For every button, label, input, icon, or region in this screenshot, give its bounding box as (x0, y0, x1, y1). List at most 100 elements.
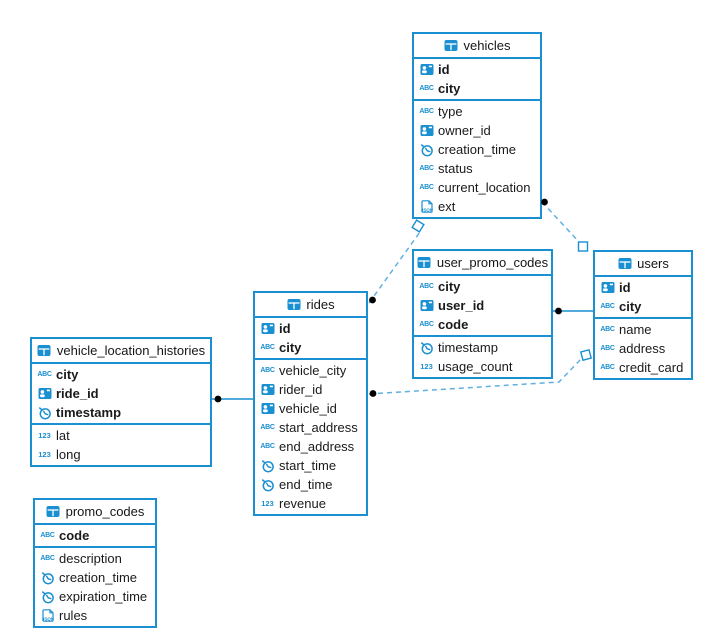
column-users-city[interactable]: ABC city (595, 297, 691, 316)
column-promo_codes-rules[interactable]: rules (35, 606, 155, 625)
column-vlh-ride_id[interactable]: ride_id (32, 384, 210, 403)
column-user_promo_codes-city[interactable]: ABC city (414, 277, 551, 296)
uuid-type-icon (260, 322, 275, 335)
column-vehicles-status[interactable]: ABC status (414, 159, 540, 178)
table-header-vehicles[interactable]: vehicles (414, 34, 540, 59)
timestamp-type-icon (260, 478, 275, 491)
column-name: status (438, 161, 473, 176)
column-name: vehicle_city (279, 363, 347, 378)
column-promo_codes-code[interactable]: ABC code (35, 526, 155, 545)
column-name: timestamp (56, 405, 122, 420)
column-rides-end_time[interactable]: end_time (255, 475, 366, 494)
column-rides-start_address[interactable]: ABC start_address (255, 418, 366, 437)
string-type-icon: ABC (260, 344, 275, 351)
column-name: city (619, 299, 642, 314)
timestamp-type-icon (37, 406, 52, 419)
table-promo_codes[interactable]: promo_codes ABC code ABC description cre… (33, 498, 157, 628)
table-vehicles[interactable]: vehicles id ABC city ABC type owner_id (412, 32, 542, 219)
column-users-address[interactable]: ABC address (595, 339, 691, 358)
column-rides-end_address[interactable]: ABC end_address (255, 437, 366, 456)
table-name: promo_codes (65, 504, 145, 519)
column-users-credit_card[interactable]: ABC credit_card (595, 358, 691, 377)
string-type-icon: ABC (419, 283, 434, 290)
timestamp-type-icon (419, 341, 434, 354)
timestamp-type-icon (40, 571, 55, 584)
column-rides-rider_id[interactable]: rider_id (255, 380, 366, 399)
column-name: id (619, 280, 631, 295)
table-icon (46, 505, 61, 518)
column-name: ext (438, 199, 456, 214)
table-icon (417, 256, 432, 269)
table-user_promo_codes[interactable]: user_promo_codes ABC city user_id ABC co… (412, 249, 553, 379)
int-type-icon: 123 (38, 431, 51, 440)
table-header-users[interactable]: users (595, 252, 691, 277)
column-name: city (438, 81, 461, 96)
table-users[interactable]: users id ABC city ABC name ABC address A… (593, 250, 693, 380)
uuid-type-icon (419, 124, 434, 137)
column-name: current_location (438, 180, 531, 195)
column-vehicles-id[interactable]: id (414, 60, 540, 79)
column-name: ride_id (56, 386, 99, 401)
column-vlh-city[interactable]: ABC city (32, 365, 210, 384)
columns-section: timestamp 123 usage_count (414, 337, 551, 377)
column-name: description (59, 551, 122, 566)
column-name: city (279, 340, 302, 355)
table-rides[interactable]: rides id ABC city ABC vehicle_city rider… (253, 291, 368, 516)
table-icon (444, 39, 459, 52)
string-type-icon: ABC (37, 371, 52, 378)
column-rides-start_time[interactable]: start_time (255, 456, 366, 475)
string-type-icon: ABC (40, 555, 55, 562)
primary-key-section: ABC city ride_id timestamp (32, 364, 210, 425)
uuid-type-icon (260, 383, 275, 396)
relationship-end-marker (579, 348, 593, 362)
column-rides-vehicle_id[interactable]: vehicle_id (255, 399, 366, 418)
relationship-vehicles-users[interactable] (541, 201, 581, 244)
column-vehicles-owner_id[interactable]: owner_id (414, 121, 540, 140)
column-name: vehicle_id (279, 401, 337, 416)
column-name: address (619, 341, 666, 356)
column-name: type (438, 104, 463, 119)
column-name: start_time (279, 458, 337, 473)
column-rides-vehicle_city[interactable]: ABC vehicle_city (255, 361, 366, 380)
column-users-name[interactable]: ABC name (595, 320, 691, 339)
column-vlh-lat[interactable]: 123 lat (32, 426, 210, 445)
relationship-rides-users[interactable] (368, 358, 582, 395)
string-type-icon: ABC (40, 532, 55, 539)
table-header-promo_codes[interactable]: promo_codes (35, 500, 155, 525)
column-rides-city[interactable]: ABC city (255, 338, 366, 357)
table-header-rides[interactable]: rides (255, 293, 366, 318)
column-user_promo_codes-user_id[interactable]: user_id (414, 296, 551, 315)
column-user_promo_codes-usage_count[interactable]: 123 usage_count (414, 357, 551, 376)
column-vehicles-current_location[interactable]: ABC current_location (414, 178, 540, 197)
column-vlh-long[interactable]: 123 long (32, 445, 210, 464)
column-vehicles-type[interactable]: ABC type (414, 102, 540, 121)
column-vehicles-ext[interactable]: ext (414, 197, 540, 216)
column-rides-revenue[interactable]: 123 revenue (255, 494, 366, 513)
column-name: expiration_time (59, 589, 148, 604)
column-promo_codes-description[interactable]: ABC description (35, 549, 155, 568)
table-header-user_promo_codes[interactable]: user_promo_codes (414, 251, 551, 276)
column-name: start_address (279, 420, 358, 435)
column-promo_codes-creation_time[interactable]: creation_time (35, 568, 155, 587)
column-rides-id[interactable]: id (255, 319, 366, 338)
columns-section: ABC description creation_time expiration… (35, 548, 155, 626)
table-vehicle_location_histories[interactable]: vehicle_location_histories ABC city ride… (30, 337, 212, 467)
relationship-rides-vehicles[interactable] (368, 231, 421, 304)
column-vlh-timestamp[interactable]: timestamp (32, 403, 210, 422)
column-name: end_address (279, 439, 355, 454)
int-type-icon: 123 (261, 499, 274, 508)
column-promo_codes-expiration_time[interactable]: expiration_time (35, 587, 155, 606)
column-users-id[interactable]: id (595, 278, 691, 297)
column-user_promo_codes-timestamp[interactable]: timestamp (414, 338, 551, 357)
column-vehicles-creation_time[interactable]: creation_time (414, 140, 540, 159)
primary-key-section: id ABC city (595, 277, 691, 319)
column-user_promo_codes-code[interactable]: ABC code (414, 315, 551, 334)
columns-section: 123 lat 123 long (32, 425, 210, 465)
column-name: creation_time (438, 142, 517, 157)
timestamp-type-icon (419, 143, 434, 156)
column-vehicles-city[interactable]: ABC city (414, 79, 540, 98)
primary-key-section: id ABC city (255, 318, 366, 360)
table-header-vehicle_location_histories[interactable]: vehicle_location_histories (32, 339, 210, 364)
table-icon (286, 298, 301, 311)
